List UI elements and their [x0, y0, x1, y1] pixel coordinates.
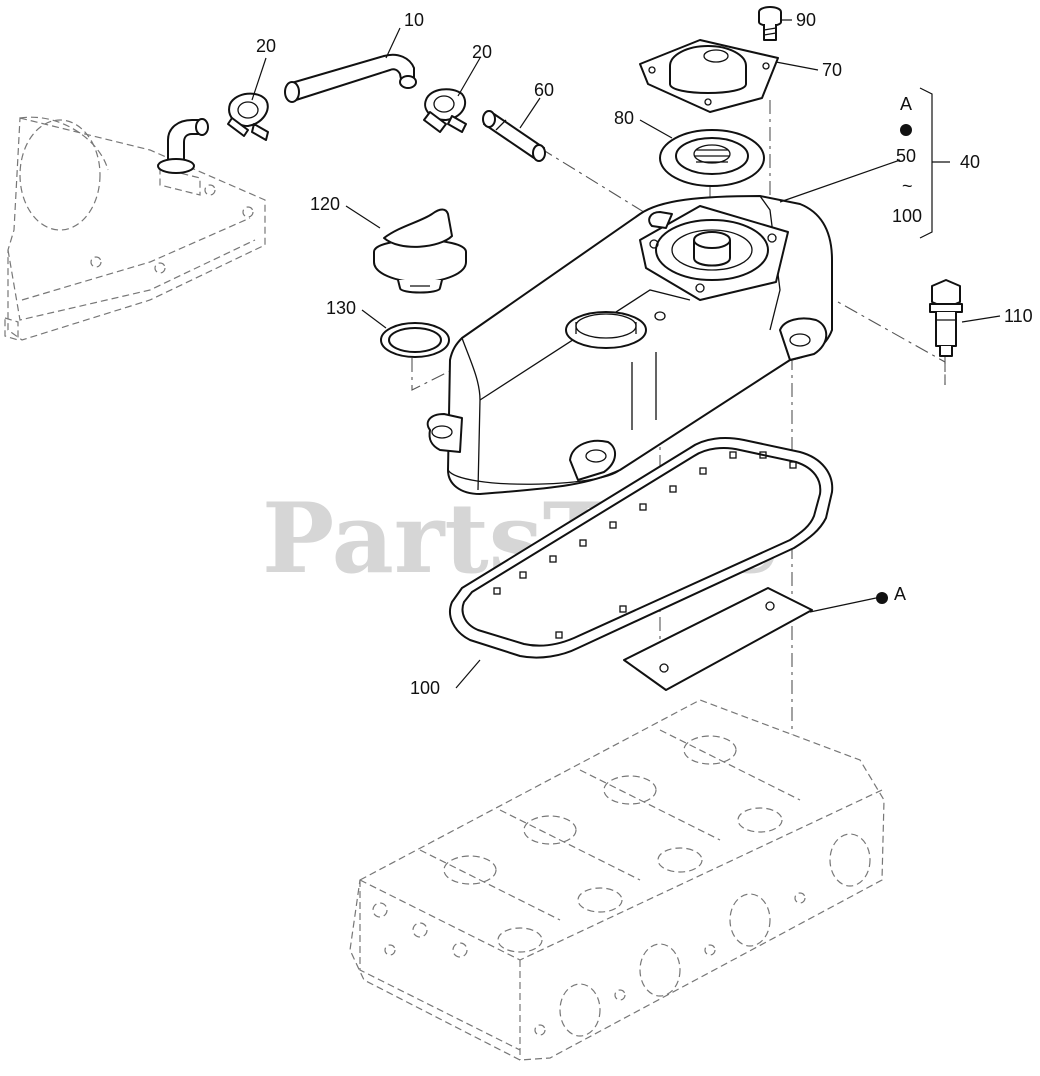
detail-ref-letter: A: [894, 584, 906, 604]
group-ref-letter: A: [900, 94, 912, 114]
diaphragm-cover: [639, 39, 779, 113]
callout-90: 90: [796, 10, 816, 30]
cover-gasket: [449, 437, 834, 659]
hose-clip-left: [227, 92, 269, 141]
cylinder-head-side-ports: [534, 833, 871, 1037]
cover-bolt: [929, 279, 963, 357]
cylinder-head-end-holes: [372, 902, 468, 958]
callout-70: 70: [822, 60, 842, 80]
rocker-cover: [426, 195, 833, 495]
callout-labels: 10 20 20 60 90 70 80 40 110 120 130 100 …: [256, 10, 1033, 698]
diaphragm: [659, 129, 765, 187]
callout-100: 100: [410, 678, 440, 698]
group-ref-range-end: 100: [892, 206, 922, 226]
breather-pipe: [482, 110, 546, 162]
callout-10: 10: [404, 10, 424, 30]
breather-hose: [284, 53, 417, 103]
group-ref-range-mark: ~: [902, 176, 913, 196]
callout-60: 60: [534, 80, 554, 100]
callout-130: 130: [326, 298, 356, 318]
breather-plate: [623, 587, 813, 691]
screw: [758, 6, 782, 41]
breather-outlet-elbow: [157, 118, 209, 174]
callout-40: 40: [960, 152, 980, 172]
callout-20-right: 20: [472, 42, 492, 62]
hose-clip-right: [423, 88, 467, 133]
callout-20-left: 20: [256, 36, 276, 56]
o-ring: [380, 322, 450, 358]
oil-filler-cap: [373, 208, 467, 294]
ref-dot-detail-a: [876, 592, 888, 604]
breather-housing-ghost: [4, 116, 266, 341]
callout-110: 110: [1004, 306, 1033, 326]
cylinder-head-valve-ports: [443, 735, 783, 953]
cylinder-head-ghost: [349, 699, 885, 1061]
gasket-bolt-tabs: [493, 451, 797, 639]
ref-dot-group-a: [900, 124, 912, 136]
leader-lines: [251, 19, 1001, 689]
callout-120: 120: [310, 194, 340, 214]
group-ref-range-start: 50: [896, 146, 916, 166]
callout-80: 80: [614, 108, 634, 128]
